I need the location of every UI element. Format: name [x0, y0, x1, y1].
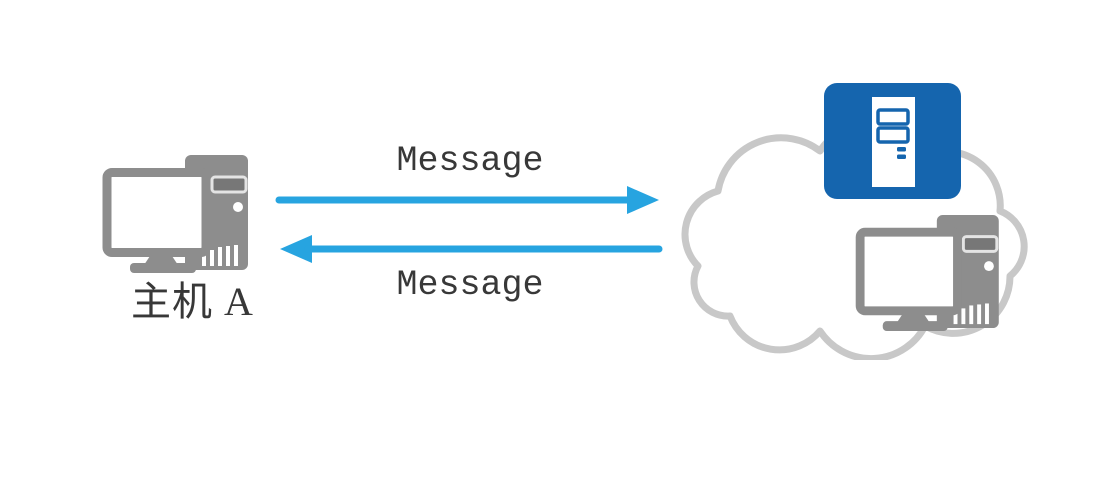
- message-label-bottom: Message: [396, 265, 544, 305]
- tower-power-dot: [233, 202, 243, 212]
- server-drive-bay: [876, 108, 910, 126]
- tower-drive-slot: [210, 175, 248, 194]
- computer-monitor: [102, 168, 211, 273]
- monitor-stand: [896, 314, 930, 324]
- monitor-base: [882, 321, 948, 331]
- arrow-right: [275, 186, 659, 214]
- computer-monitor: [855, 227, 962, 331]
- host-a-desktop-computer-icon: [102, 155, 248, 273]
- message-label-top: Message: [396, 141, 544, 181]
- message-arrows: [275, 186, 663, 263]
- arrow-left: [280, 235, 663, 263]
- server-icon: [824, 83, 961, 199]
- monitor-base: [130, 263, 196, 273]
- tower-drive-slot: [961, 235, 999, 253]
- host-a-label: 主机 A: [131, 279, 254, 324]
- tower-power-dot: [984, 261, 994, 272]
- server-drive-bay: [876, 126, 910, 144]
- cloud-desktop-computer-icon: [855, 214, 999, 331]
- tower-vents: [953, 303, 989, 325]
- server-led: [897, 154, 906, 159]
- monitor-stand: [144, 256, 178, 265]
- server-led: [897, 147, 906, 152]
